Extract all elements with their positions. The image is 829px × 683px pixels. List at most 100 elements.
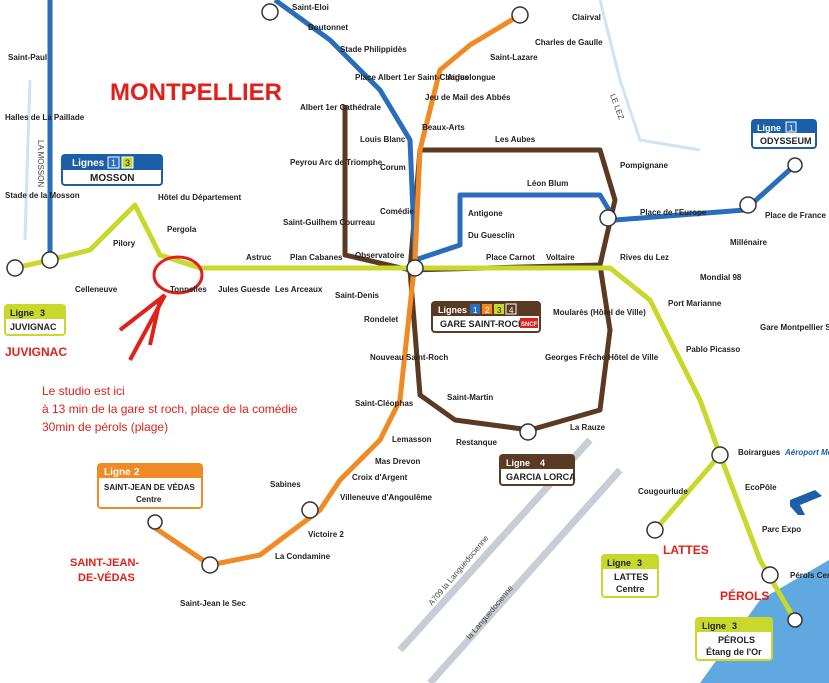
terminal-lattes[interactable]: Ligne 3 LATTES Centre [601, 554, 659, 598]
terminal-saint-jean[interactable]: Ligne 2 SAINT-JEAN DE VÉDAS Centre [97, 463, 203, 509]
svg-text:SAINT-JEAN DE VÉDAS: SAINT-JEAN DE VÉDAS [104, 483, 195, 492]
station-label: Du Guesclin [468, 231, 515, 240]
station-label: Saint-Cléophas [355, 399, 414, 408]
terminal-garcia[interactable]: Ligne 4 GARCIA LORCA [499, 454, 576, 486]
svg-text:Ligne: Ligne [506, 458, 530, 468]
languedocienne-label: la Languedocienne [465, 583, 516, 641]
station-label: Victoire 2 [308, 530, 344, 539]
station-label: Rives du Lez [620, 253, 669, 262]
station-label: Place Albert 1er Saint-Charles [355, 73, 470, 82]
svg-text:2: 2 [134, 467, 140, 478]
svg-text:3: 3 [40, 308, 45, 318]
terminal-perols[interactable]: Ligne 3 PÉROLS Étang de l'Or [695, 617, 773, 661]
terminal-juvignac[interactable]: Ligne 3 JUVIGNAC [4, 304, 66, 336]
station-label: Place de l'Europe [640, 208, 707, 217]
station-label: La Rauze [570, 423, 606, 432]
svg-text:1: 1 [473, 306, 478, 315]
station-label: Les Aubes [495, 135, 536, 144]
station-label: Sabines [270, 480, 301, 489]
station-markers [6, 3, 803, 628]
station-label: EcoPôle [745, 483, 777, 492]
svg-text:Lignes: Lignes [72, 158, 105, 169]
lez-label: LE LEZ [608, 93, 626, 121]
station-label: Mas Drevon [375, 457, 420, 466]
svg-text:Ligne: Ligne [757, 123, 781, 133]
station-label: Croix d'Argent [352, 473, 408, 482]
station-label: Place Carnot [486, 253, 535, 262]
svg-text:ODYSSEUM: ODYSSEUM [760, 136, 812, 146]
lez-river [598, 0, 701, 152]
city-lattes: LATTES [663, 543, 709, 557]
svg-text:3: 3 [732, 621, 737, 631]
station-label: Cougourlude [638, 487, 688, 496]
city-juvignac: JUVIGNAC [5, 345, 67, 359]
station-label: Pergola [167, 225, 197, 234]
svg-text:1: 1 [111, 158, 116, 168]
note-line-2: à 13 min de la gare st roch, place de la… [42, 402, 298, 416]
station-label: Les Arceaux [275, 285, 323, 294]
station-label: Beaux-Arts [422, 123, 465, 132]
line-1 [47, 0, 797, 263]
station-label: Aiguelongue [447, 73, 496, 82]
note-line-1: Le studio est ici [42, 384, 125, 398]
station-label: Saint-Paul [8, 53, 47, 62]
languedocienne-road [427, 467, 623, 683]
terminal-mosson[interactable]: Lignes 1 3 MOSSON [61, 154, 163, 186]
station-label: Port Marianne [668, 299, 722, 308]
station-label: Saint-Eloi [292, 3, 329, 12]
station-label: Place de France [765, 211, 826, 220]
airport: Aéroport Montpellier Méditerranée [784, 448, 829, 515]
station-label: Moularès (Hôtel de Ville) [553, 308, 646, 317]
station-label: Corum [380, 163, 406, 172]
city-sjv-2: DE-VÉDAS [78, 571, 135, 584]
station-label: Pilory [113, 239, 136, 248]
station-label: Observatoire [355, 251, 405, 260]
station-label: Pompignane [620, 161, 669, 170]
city-perols: PÉROLS [720, 588, 769, 603]
station-label: Lemasson [392, 435, 432, 444]
station-labels: Saint-Eloi Boutonnet Stade Philippidès P… [5, 3, 829, 608]
svg-text:JUVIGNAC: JUVIGNAC [10, 322, 57, 332]
station-label: Saint-Denis [335, 291, 380, 300]
station-label: Gare Montpellier Sud de France [760, 323, 829, 332]
svg-text:Étang de l'Or: Étang de l'Or [706, 647, 762, 657]
terminal-gare-saint-roch[interactable]: Lignes 1 2 3 4 GARE SAINT-ROCH SNCF [431, 301, 541, 333]
svg-text:Centre: Centre [136, 495, 162, 504]
svg-text:Centre: Centre [616, 584, 645, 594]
svg-text:LATTES: LATTES [614, 572, 648, 582]
station-label: Boutonnet [308, 23, 348, 32]
svg-text:Aéroport Montpellier Méditerra: Aéroport Montpellier Méditerranée [784, 448, 829, 457]
station-label: Boirargues [738, 448, 781, 457]
station-label: Jeu de Mail des Abbés [425, 93, 511, 102]
station-label: Peyrou Arc de Triomphe [290, 158, 383, 167]
city-montpellier: MONTPELLIER [110, 79, 282, 106]
station-label: Pérols Centre [790, 571, 829, 580]
station-label: Pablo Picasso [686, 345, 740, 354]
svg-text:3: 3 [497, 306, 502, 315]
station-label: La Condamine [275, 552, 331, 561]
note-line-3: 30min de pérols (plage) [42, 420, 168, 434]
mosson-river [23, 79, 32, 241]
station-label: Rondelet [364, 315, 399, 324]
station-label: Hôtel du Département [158, 193, 241, 202]
station-label: Villeneuve d'Angoulême [340, 493, 433, 502]
station-label: Plan Cabanes [290, 253, 343, 262]
svg-text:2: 2 [485, 306, 490, 315]
station-label: Albert 1er Cathédrale [300, 103, 381, 112]
station-label: Mondial 98 [700, 273, 742, 282]
station-label: Nouveau Saint-Roch [370, 353, 448, 362]
svg-text:GARCIA LORCA: GARCIA LORCA [506, 472, 576, 482]
terminal-odysseum[interactable]: Ligne 1 ODYSSEUM [751, 119, 817, 149]
city-sjv-1: SAINT-JEAN- [70, 557, 139, 569]
station-label: Antigone [468, 209, 503, 218]
station-label: Georges Frêche Hôtel de Ville [545, 353, 659, 362]
svg-text:3: 3 [637, 558, 642, 568]
station-label: Léon Blum [527, 179, 568, 188]
station-label: Stade Philippidès [340, 45, 407, 54]
svg-text:4: 4 [509, 306, 514, 315]
station-label: Parc Expo [762, 525, 801, 534]
station-label: Saint-Martin [447, 393, 493, 402]
station-label: Stade de la Mosson [5, 191, 80, 200]
station-label: Astruc [246, 253, 272, 262]
